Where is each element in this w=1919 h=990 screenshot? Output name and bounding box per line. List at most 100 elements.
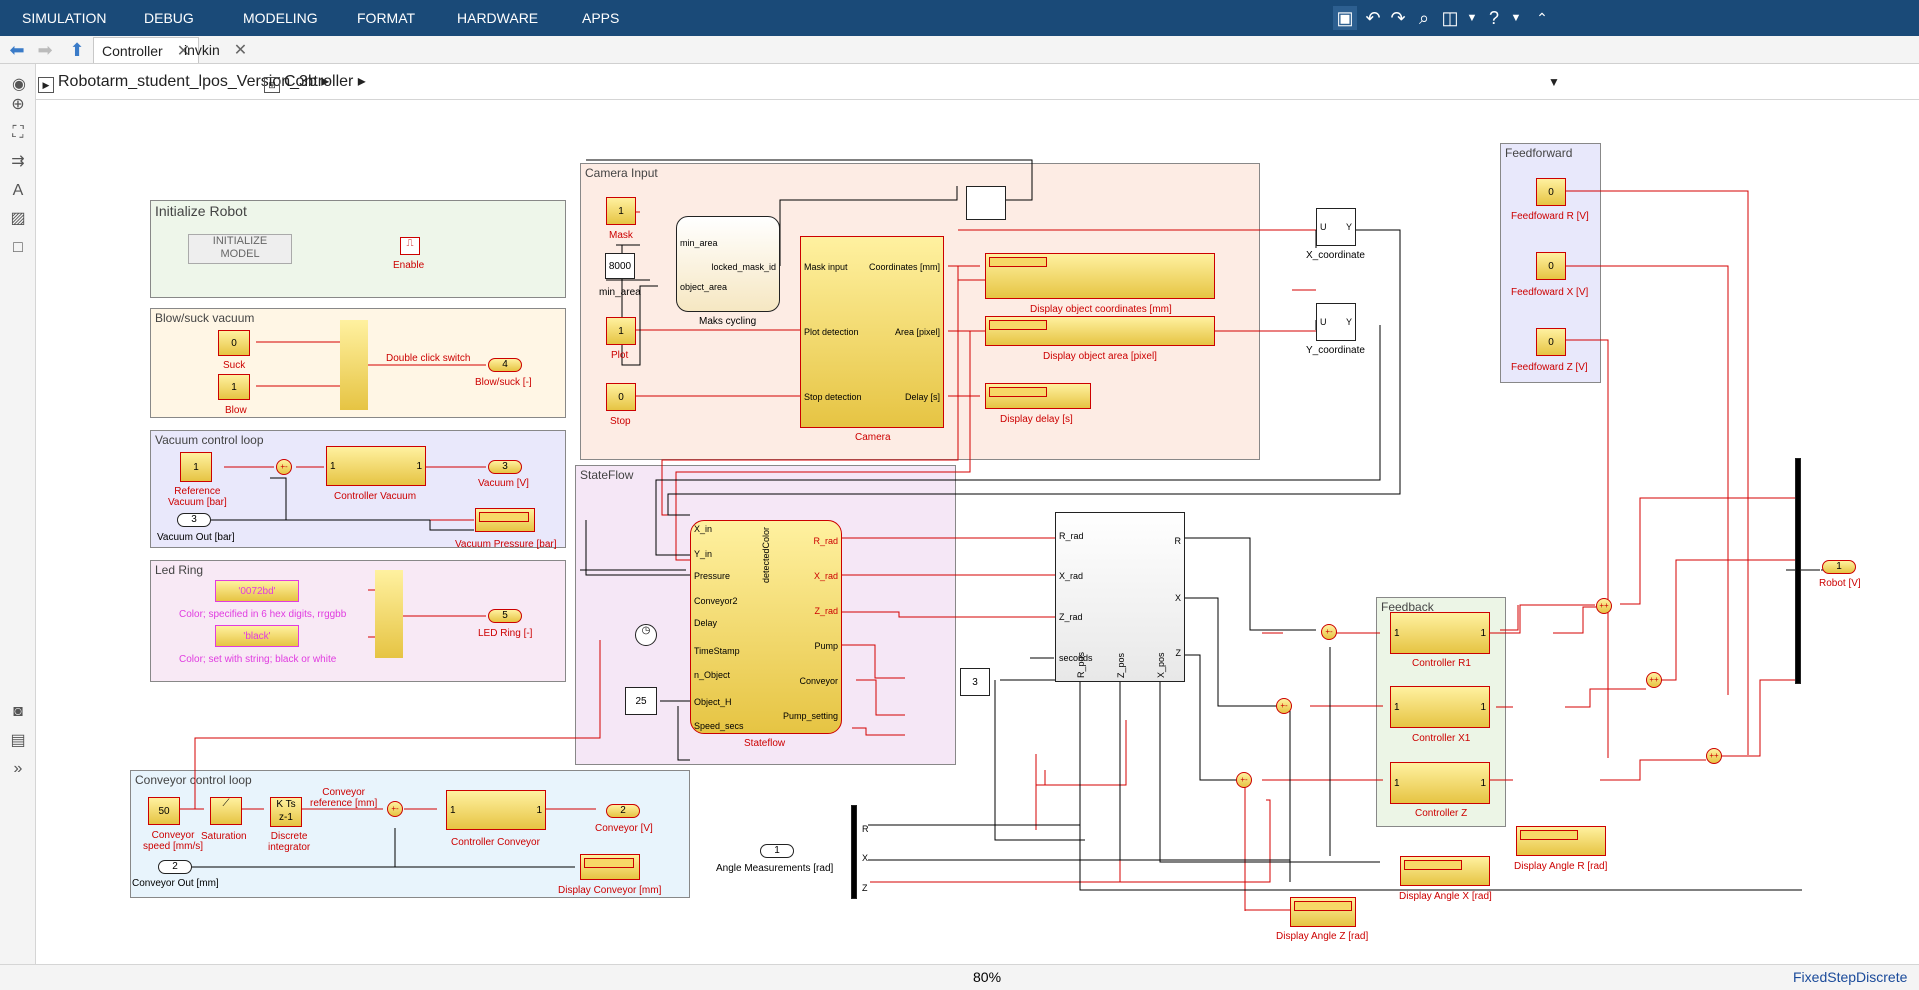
feedforward-r-constant[interactable]: 0	[1536, 178, 1566, 206]
maks-cycling-block[interactable]: min_area object_area locked_mask_id	[676, 216, 780, 312]
conveyor-sum[interactable]: +-	[387, 801, 403, 817]
sum-ff-z[interactable]: ++	[1706, 748, 1722, 764]
angle-x-display[interactable]	[1400, 856, 1490, 886]
demux-angle[interactable]	[851, 805, 857, 899]
led-switch[interactable]	[375, 570, 403, 658]
outport-2[interactable]: 2	[606, 804, 640, 818]
blow-suck-switch[interactable]	[340, 320, 368, 410]
breadcrumb-model[interactable]: ▶Robotarm_student_lpos_Version_3b ▸	[38, 70, 329, 94]
close-icon[interactable]: ✕	[176, 43, 191, 60]
zoom-in-icon[interactable]: ⊕	[11, 96, 25, 113]
up-icon[interactable]: ⬆	[69, 40, 85, 60]
clock-icon[interactable]: ◷	[635, 624, 657, 646]
discrete-integrator[interactable]: K Ts z-1	[270, 797, 302, 827]
suck-constant[interactable]: 0	[218, 330, 250, 356]
manual-switch[interactable]	[966, 186, 1006, 220]
area-icon[interactable]: □	[13, 239, 23, 256]
area-display[interactable]	[985, 316, 1215, 346]
inport-2[interactable]: 2	[158, 860, 192, 874]
object-h-constant[interactable]: 25	[625, 687, 657, 715]
sum-z[interactable]: +-	[1236, 772, 1252, 788]
address-dropdown-icon[interactable]: ▼	[1548, 75, 1560, 89]
tab-controller[interactable]: Controller✕	[93, 37, 200, 63]
menu-format[interactable]: FORMAT	[357, 10, 416, 26]
undo-icon[interactable]: ↶	[1365, 8, 1381, 28]
breadcrumb-subsystem[interactable]: ⊞Controller ▸	[264, 70, 366, 94]
coordinates-display[interactable]	[985, 253, 1215, 299]
feedforward-x-constant[interactable]: 0	[1536, 252, 1566, 280]
min-area-constant[interactable]: 8000	[605, 253, 635, 279]
plot-constant[interactable]: 1	[606, 317, 636, 345]
chevron-down-icon[interactable]: ▼	[1466, 12, 1478, 24]
ref-vacuum-constant[interactable]: 1	[180, 452, 212, 482]
route-lines-icon[interactable]: ⇉	[11, 153, 25, 170]
sum-x[interactable]: +-	[1276, 698, 1292, 714]
save-icon[interactable]: ▣	[1333, 6, 1357, 30]
saturation-block[interactable]: ⟋	[210, 797, 242, 825]
model-canvas[interactable]: Initialize Robot Blow/suck vacuum Vacuum…	[36, 101, 1919, 964]
sum-ff-r[interactable]: ++	[1596, 598, 1612, 614]
help-menu-chevron-icon[interactable]: ▼	[1510, 12, 1522, 24]
conveyor-speed-constant[interactable]: 50	[148, 797, 180, 825]
enable-block[interactable]: ⎍	[400, 237, 420, 255]
angle-z-display[interactable]	[1290, 897, 1356, 927]
mask-constant[interactable]: 1	[606, 197, 636, 225]
stateflow-chart[interactable]: X_in Y_in Pressure Conveyor2 Delay TimeS…	[690, 520, 842, 734]
constant-3[interactable]: 3	[960, 668, 990, 696]
initialize-model-button[interactable]: INITIALIZE MODEL	[188, 234, 292, 264]
hide-explorer-icon[interactable]: ◉	[12, 76, 26, 93]
led-color-hex[interactable]: '0072bd'	[215, 580, 299, 602]
inport-angle[interactable]: 1	[760, 844, 794, 858]
fit-view-icon[interactable]: ⛶	[12, 124, 24, 141]
search-icon[interactable]: ⌕	[1418, 8, 1430, 28]
outport-5[interactable]: 5	[488, 609, 522, 623]
collapse-icon[interactable]: ⌃	[1536, 10, 1548, 26]
outport-4[interactable]: 4	[488, 358, 522, 372]
outport-robot[interactable]: 1	[1822, 560, 1856, 574]
tab-invkin[interactable]: invkin✕	[176, 37, 255, 63]
help-icon[interactable]: ?	[1488, 8, 1499, 28]
menu-modeling[interactable]: MODELING	[243, 10, 318, 26]
subsystem-icon: ⊞	[264, 77, 280, 93]
model-browser-icon[interactable]: ▤	[10, 732, 26, 749]
solver-link[interactable]: FixedStepDiscrete	[1793, 969, 1908, 985]
annotation-icon[interactable]: A	[12, 182, 24, 199]
close-icon[interactable]: ✕	[233, 42, 248, 59]
outport-3[interactable]: 3	[488, 460, 522, 474]
image-icon[interactable]: ▨	[10, 210, 26, 227]
menu-debug[interactable]: DEBUG	[144, 10, 194, 26]
conveyor-display[interactable]	[580, 854, 640, 880]
mask-label: Mask	[609, 230, 633, 241]
feedforward-z-constant[interactable]: 0	[1536, 328, 1566, 356]
view-icon[interactable]: ◫	[1441, 8, 1459, 28]
expand-icon[interactable]: »	[13, 760, 23, 777]
forward-icon[interactable]: ➡	[37, 40, 53, 60]
camera-block[interactable]: Mask input Plot detection Stop detection…	[800, 236, 944, 428]
inport-3[interactable]: 3	[177, 513, 211, 527]
enable-label: Enable	[393, 260, 425, 271]
led-color-string[interactable]: 'black'	[215, 625, 299, 647]
redo-icon[interactable]: ↷	[1390, 8, 1406, 28]
camera-icon[interactable]: ◙	[13, 703, 23, 720]
back-icon[interactable]: ⬅	[9, 40, 25, 60]
stop-constant[interactable]: 0	[606, 383, 636, 411]
blow-constant[interactable]: 1	[218, 374, 250, 400]
invkin-subsystem[interactable]: R_rad X_rad Z_rad seconds R X Z R_pos Z_…	[1055, 512, 1185, 682]
vacuum-pressure-display[interactable]	[475, 508, 535, 532]
sum-r[interactable]: +-	[1321, 624, 1337, 640]
menu-hardware[interactable]: HARDWARE	[457, 10, 539, 26]
angle-r-display[interactable]	[1516, 826, 1606, 856]
menu-apps[interactable]: APPS	[582, 10, 620, 26]
delay-display[interactable]	[985, 383, 1091, 409]
sum-ff-x[interactable]: ++	[1646, 672, 1662, 688]
mux-robot[interactable]	[1795, 458, 1801, 684]
vacuum-sum[interactable]: +-	[276, 459, 292, 475]
menu-simulation[interactable]: SIMULATION	[22, 10, 107, 26]
